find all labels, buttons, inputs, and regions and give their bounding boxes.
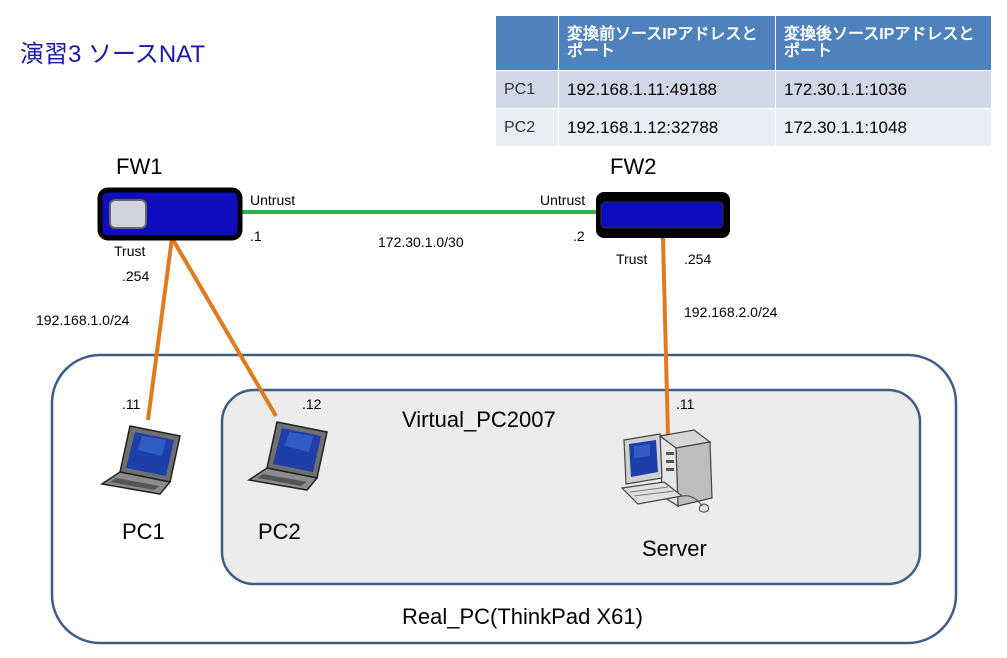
real-pc-label: Real_PC(ThinkPad X61) [402, 604, 643, 629]
fw1-trust-ip: .254 [122, 268, 150, 284]
table-cell-before: 192.168.1.11:49188 [558, 70, 776, 109]
fw2-trust-label: Trust [616, 251, 648, 267]
table-row: PC2 192.168.1.12:32788 172.30.1.1:1048 [495, 108, 992, 147]
fw1-device [97, 187, 243, 241]
server-link [661, 237, 670, 438]
lan1-network-label: 192.168.1.0/24 [36, 312, 130, 328]
pc1-link [146, 237, 174, 421]
fw2-device [596, 192, 730, 238]
table-cell-after: 172.30.1.1:1048 [775, 108, 992, 147]
fw2-trust-ip: .254 [684, 251, 712, 267]
virtual-pc-label: Virtual_PC2007 [402, 407, 556, 432]
server-label: Server [642, 536, 707, 561]
table-header-after: 変換後ソースIPアドレスとポート [775, 15, 992, 71]
table-header-before: 変換前ソースIPアドレスとポート [558, 15, 776, 71]
fw2-label: FW2 [610, 154, 657, 179]
nat-table: 変換前ソースIPアドレスとポート 変換後ソースIPアドレスとポート PC1 19… [495, 15, 992, 147]
pc1-laptop-icon [100, 425, 181, 495]
fw1-untrust-ip: .1 [250, 228, 262, 244]
virtual-pc-box [220, 388, 922, 586]
table-header-row: 変換前ソースIPアドレスとポート 変換後ソースIPアドレスとポート [495, 15, 992, 71]
table-cell-before: 192.168.1.12:32788 [558, 108, 776, 147]
fw1-label: FW1 [116, 154, 163, 179]
lan2-network-label: 192.168.2.0/24 [684, 304, 778, 320]
table-header-corner [495, 15, 559, 71]
server-ip: .11 [676, 396, 695, 412]
table-cell-after: 172.30.1.1:1036 [775, 70, 992, 109]
pc1-label: PC1 [122, 519, 165, 544]
pc2-link [170, 236, 278, 418]
server-icon [620, 429, 713, 513]
pc2-ip: .12 [302, 396, 322, 412]
page-title: 演習3 ソースNAT [20, 41, 206, 68]
pc2-laptop-icon [247, 421, 328, 491]
table-row: PC1 192.168.1.11:49188 172.30.1.1:1036 [495, 70, 992, 109]
fw2-untrust-ip: .2 [573, 228, 585, 244]
pc2-label: PC2 [258, 519, 301, 544]
pc1-ip: .11 [122, 396, 141, 412]
table-cell-name: PC2 [495, 108, 559, 147]
fw1-untrust-label: Untrust [250, 192, 296, 208]
wan-network-label: 172.30.1.0/30 [378, 234, 464, 250]
fw2-untrust-label: Untrust [540, 192, 586, 208]
fw1-trust-label: Trust [114, 243, 146, 259]
table-cell-name: PC1 [495, 70, 559, 109]
